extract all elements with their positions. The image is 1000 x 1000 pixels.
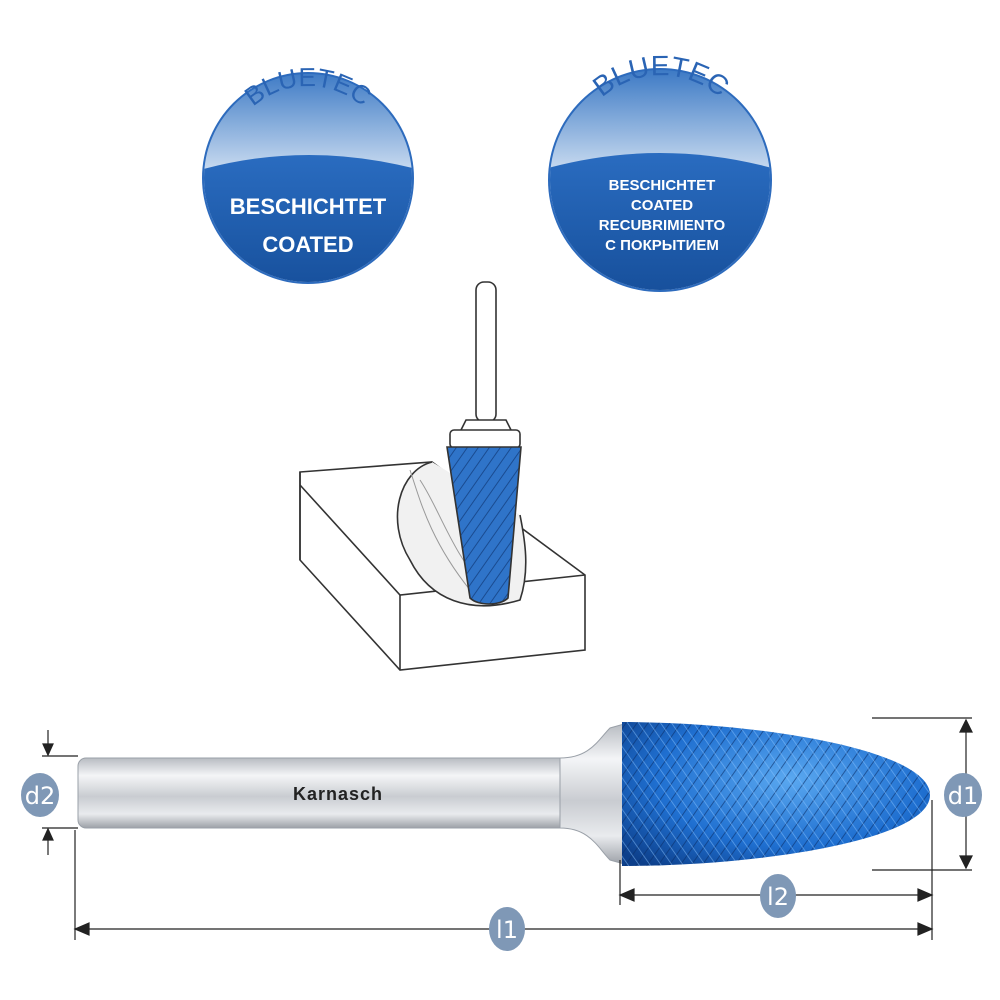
- application-illustration: [299, 281, 586, 671]
- badge-right-line-4: С ПОКРЫТИЕМ: [605, 237, 719, 254]
- bluetec-badge-left: BLUETEC BESCHICHTET COATED: [202, 62, 414, 284]
- badge-left-line-1: BESCHICHTET: [230, 194, 387, 219]
- badge-right-line-2: COATED: [631, 197, 693, 214]
- brand-logo: Karnasch: [293, 784, 383, 804]
- carbide-bur: Karnasch: [77, 722, 930, 866]
- badge-right-line-1: BESCHICHTET: [609, 177, 716, 194]
- svg-text:d2: d2: [25, 782, 56, 810]
- dimension-label-d1: d1: [944, 773, 982, 817]
- svg-text:d1: d1: [948, 782, 979, 810]
- dimension-label-l1: l1: [489, 907, 525, 951]
- svg-text:l1: l1: [496, 916, 518, 944]
- bluetec-badge-right: BLUETEC BESCHICHTET COATED RECUBRIMIENTO…: [548, 50, 772, 292]
- badge-right-line-3: RECUBRIMIENTO: [599, 217, 726, 234]
- svg-text:l2: l2: [767, 883, 789, 911]
- badge-left-line-2: COATED: [262, 232, 353, 257]
- dimension-label-l2: l2: [760, 874, 796, 918]
- dimension-label-d2: d2: [21, 773, 59, 817]
